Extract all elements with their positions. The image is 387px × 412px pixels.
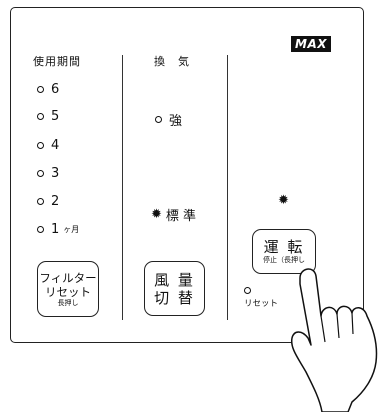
filter-reset-label-2: リセット xyxy=(45,284,91,299)
ventilation-standard: ✹ 標 準 xyxy=(151,205,196,224)
usage-level-label: 3 xyxy=(51,166,60,181)
run-status-sun-icon: ✹ xyxy=(278,193,289,208)
reset-indicator-label: リセット xyxy=(244,299,279,309)
reset-indicator-icon xyxy=(244,287,251,294)
usage-level-label: 5 xyxy=(51,109,60,124)
indicator-led-icon xyxy=(155,116,162,123)
stop-long-press-note: 停止（長押し xyxy=(263,256,305,264)
usage-level-label: 4 xyxy=(51,138,60,153)
column-divider-left xyxy=(122,55,123,320)
filter-reset-button[interactable]: フィルター リセット 長押し xyxy=(37,261,99,317)
airflow-label-2: 切 替 xyxy=(154,288,195,307)
usage-level-4: 4 xyxy=(37,138,59,153)
indicator-led-icon xyxy=(37,113,44,120)
indicator-led-icon xyxy=(37,86,44,93)
airflow-label-1: 風 量 xyxy=(154,270,195,289)
indicator-led-icon xyxy=(37,226,44,233)
airflow-switch-button[interactable]: 風 量 切 替 xyxy=(144,261,205,316)
strong-label: 強 xyxy=(169,114,183,129)
filter-reset-label-1: フィルター xyxy=(39,270,97,285)
month-suffix: ヶ月 xyxy=(63,225,80,234)
usage-level-6: 6 xyxy=(37,82,59,97)
indicator-led-icon xyxy=(37,170,44,177)
usage-level-3: 3 xyxy=(37,166,59,181)
control-panel: MAX 使用期間 6 5 4 3 2 1 ヶ月 フィルター リセット 長押し 換… xyxy=(10,7,364,343)
indicator-led-icon xyxy=(37,142,44,149)
column-divider-right xyxy=(227,55,228,320)
run-button[interactable]: 運 転 停止（長押し xyxy=(252,229,316,274)
indicator-led-icon xyxy=(37,198,44,205)
ventilation-header: 換 気 xyxy=(154,55,190,68)
usage-level-label: 6 xyxy=(51,82,60,97)
run-label: 運 転 xyxy=(263,238,305,256)
usage-level-2: 2 xyxy=(37,194,59,209)
standard-label: 標 準 xyxy=(165,209,197,224)
usage-period-header: 使用期間 xyxy=(33,55,81,68)
ventilation-strong: 強 xyxy=(155,110,182,129)
usage-level-label: 2 xyxy=(51,194,60,209)
sun-icon: ✹ xyxy=(151,207,162,222)
long-press-note: 長押し xyxy=(57,298,79,307)
usage-level-5: 5 xyxy=(37,109,59,124)
usage-level-1: 1 ヶ月 xyxy=(37,222,79,237)
usage-level-label: 1 xyxy=(51,222,60,237)
brand-logo: MAX xyxy=(291,36,331,52)
